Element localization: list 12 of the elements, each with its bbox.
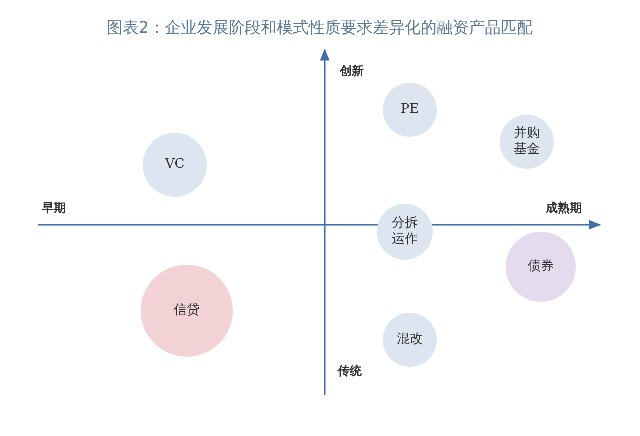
axis-label: 成熟期 [546, 200, 582, 217]
axis-label: 创新 [340, 63, 364, 80]
node-label: 信贷 [174, 302, 200, 320]
node-label: 分拆运作 [391, 216, 419, 248]
axis-label: 早期 [42, 200, 66, 217]
node-label: VC [165, 156, 185, 174]
node-label: 债券 [528, 258, 554, 276]
node-label: 并购基金 [513, 126, 541, 158]
node-label: 混改 [397, 332, 423, 348]
axis-label: 传统 [338, 363, 362, 380]
node-label: PE [400, 102, 420, 118]
chart-title: 图表2：企业发展阶段和模式性质要求差异化的融资产品匹配 [106, 18, 534, 39]
